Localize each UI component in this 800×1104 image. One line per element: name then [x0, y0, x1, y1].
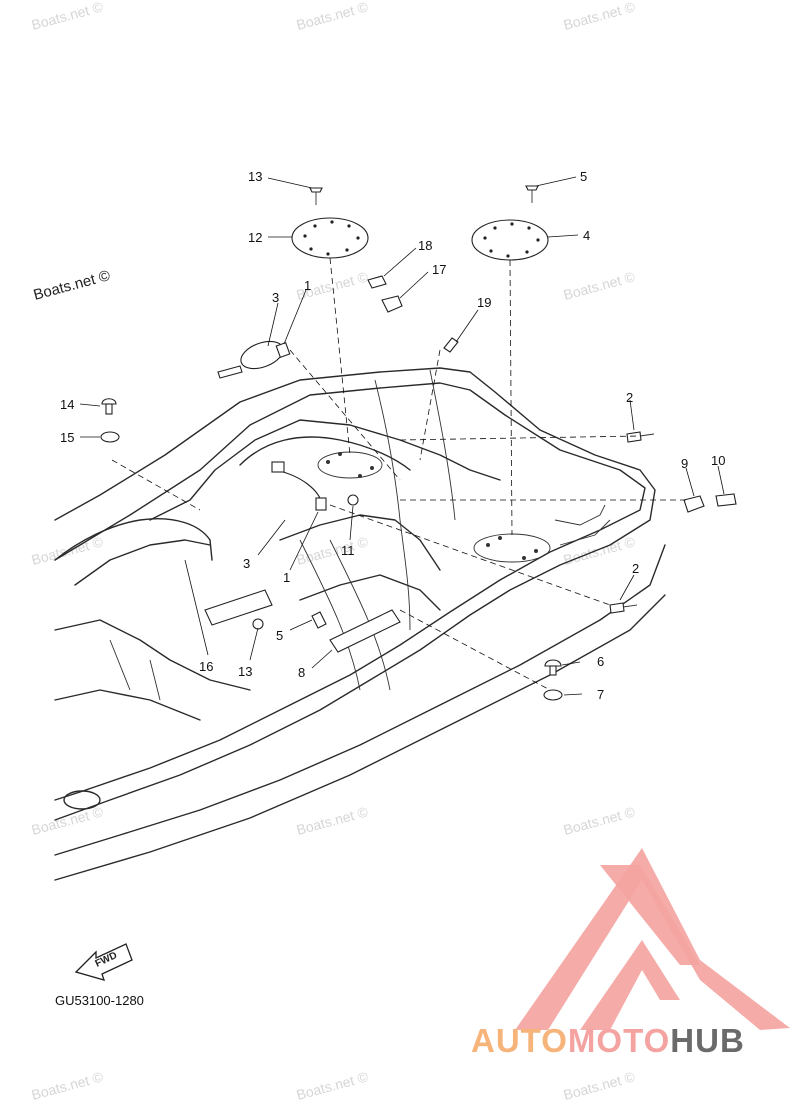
leader-lines	[79, 176, 725, 696]
callout-1: 1	[283, 570, 290, 585]
hull-drawing	[54, 367, 666, 881]
diagram-code: GU53100-1280	[55, 993, 144, 1008]
logo-auto: AUTOMOTOHUB	[471, 1022, 745, 1059]
bolt-6	[544, 659, 562, 676]
callout-9: 9	[681, 456, 688, 471]
watermark: Boats.net ©	[562, 268, 638, 303]
callout-2: 2	[626, 390, 633, 405]
bolt-14	[101, 398, 117, 415]
watermark: Boats.net ©	[295, 533, 371, 568]
rivet-2-upper	[626, 431, 655, 443]
callout-5: 5	[276, 628, 283, 643]
callout-3: 3	[272, 290, 279, 305]
washer-7	[543, 689, 563, 701]
callout-10: 10	[711, 453, 725, 468]
hook-9	[683, 495, 705, 513]
strap-3-upper	[217, 340, 291, 379]
strap-3-lower	[271, 461, 327, 511]
plate-8	[329, 609, 401, 653]
watermark: Boats.net ©	[295, 0, 371, 33]
callout-18: 18	[418, 238, 432, 253]
callout-3: 3	[243, 556, 250, 571]
callout-1: 1	[304, 278, 311, 293]
callout-12: 12	[248, 230, 262, 245]
callout-17: 17	[432, 262, 446, 277]
drain-plug-outline	[63, 790, 101, 810]
callout-15: 15	[60, 430, 74, 445]
screw-13-top	[309, 187, 323, 205]
watermark: Boats.net ©	[562, 1068, 638, 1103]
callout-5: 5	[580, 169, 587, 184]
callout-labels: 13 5 12 4 18 17 3 1 19 14 15 2 9 10 3 11…	[60, 169, 725, 702]
washer-15	[100, 431, 120, 443]
deck-holes	[317, 451, 551, 563]
callout-19: 19	[477, 295, 491, 310]
callout-13: 13	[238, 664, 252, 679]
cover-plate-4	[471, 219, 549, 261]
callout-13: 13	[248, 169, 262, 184]
watermark: Boats.net ©	[562, 533, 638, 568]
callout-4: 4	[583, 228, 590, 243]
watermark: Boats.net ©	[295, 803, 371, 838]
rivet-2-lower	[609, 602, 638, 614]
watermark: Boats.net ©	[30, 803, 106, 838]
callout-8: 8	[298, 665, 305, 680]
parts	[100, 185, 737, 701]
clip-18	[367, 275, 387, 289]
grommet-11	[347, 494, 359, 506]
watermark: Boats.net ©	[562, 0, 638, 33]
watermark: Boats.net ©	[562, 803, 638, 838]
callout-14: 14	[60, 397, 74, 412]
watermark: Boats.net ©	[295, 1068, 371, 1103]
fwd-arrow: FWD	[74, 943, 133, 981]
screw-5-top	[525, 185, 539, 203]
callout-16: 16	[199, 659, 213, 674]
callout-2: 2	[632, 561, 639, 576]
plate-16	[204, 589, 273, 626]
rivet-10	[715, 493, 737, 507]
pin-19	[443, 337, 459, 353]
screw-5-lower	[311, 611, 327, 629]
callout-6: 6	[597, 654, 604, 669]
watermark-dark: Boats.net ©	[32, 267, 112, 304]
bracket-17	[381, 295, 403, 313]
watermark: Boats.net ©	[30, 0, 106, 33]
watermarks: Boats.net © Boats.net © Boats.net © Boat…	[30, 0, 638, 1103]
automotohub-logo: AUTOMOTOHUB	[471, 848, 790, 1059]
cover-plate-12	[291, 217, 369, 259]
screw-13-lower	[252, 618, 264, 630]
callout-7: 7	[597, 687, 604, 702]
watermark: Boats.net ©	[30, 1068, 106, 1103]
callout-11: 11	[341, 543, 355, 558]
